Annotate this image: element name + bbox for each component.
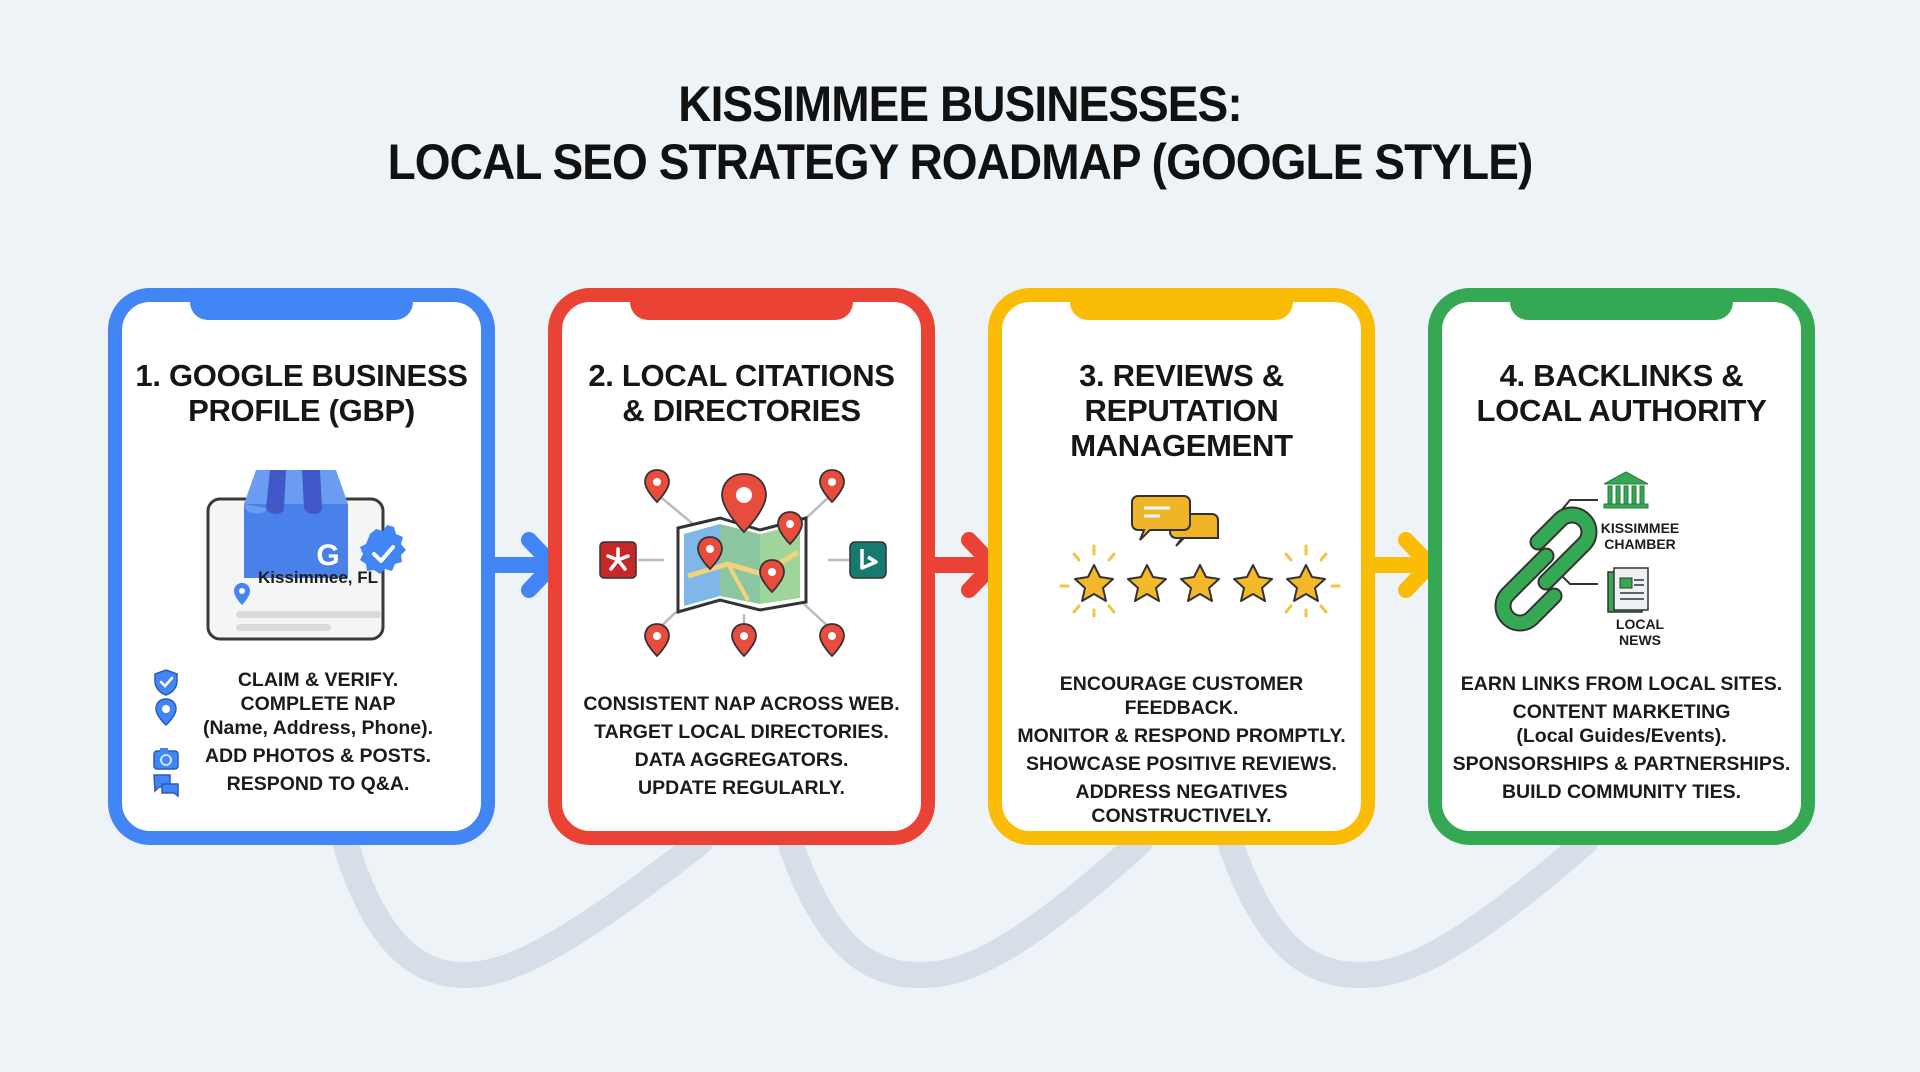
card-tab (630, 300, 853, 320)
card-title-line: 1. GOOGLE BUSINESS (135, 358, 468, 393)
card-title: 4. BACKLINKS & LOCAL AUTHORITY (1442, 358, 1801, 428)
chat-bubbles-icon (153, 774, 179, 798)
bing-logo-icon (849, 541, 887, 579)
bullet-text: CONTENT MARKETING (1512, 701, 1731, 723)
bullet-text: ADDRESS NEGATIVES (1075, 781, 1288, 803)
bullet-text: CONSTRUCTIVELY. (1091, 805, 1272, 827)
card-title-line: PROFILE (GBP) (188, 393, 415, 428)
bullet-text: ENCOURAGE CUSTOMER FEEDBACK. (1059, 673, 1304, 719)
card-tab (1070, 300, 1293, 320)
step-card-citations: 2. LOCAL CITATIONS & DIRECTORIES (548, 288, 935, 845)
bullet-respond-qa: RESPOND TO Q&A. (153, 772, 468, 798)
bullet-text: SHOWCASE POSITIVE REVIEWS. (1026, 753, 1337, 775)
bullet-complete-nap: COMPLETE NAP(Name, Address, Phone). (155, 692, 468, 740)
bullet-claim-verify: CLAIM & VERIFY. (154, 668, 468, 696)
five-star-rating-icon (1002, 488, 1361, 618)
bullet-text: ADD PHOTOS & POSTS. (204, 745, 432, 767)
card-title: 1. GOOGLE BUSINESS PROFILE (GBP) (122, 358, 481, 428)
bullet-list: CONSISTENT NAP ACROSS WEB. TARGET LOCAL … (562, 688, 921, 800)
bullet-text: EARN LINKS FROM LOCAL SITES. (1460, 673, 1783, 695)
bullet-text: BUILD COMMUNITY TIES. (1501, 781, 1742, 803)
page-title-line-1: KISSIMMEE BUSINESSES: (678, 76, 1242, 132)
bullet-text: COMPLETE NAP(Name, Address, Phone). (202, 693, 434, 739)
camera-icon (153, 748, 179, 770)
svg-text:G: G (316, 539, 339, 572)
yelp-logo-icon (599, 541, 637, 579)
page-title-line-2: LOCAL SEO STRATEGY ROADMAP (GOOGLE STYLE… (387, 134, 1534, 190)
shield-check-icon (154, 669, 178, 696)
bullet-photos-posts: ADD PHOTOS & POSTS. (153, 744, 468, 770)
card-title-line: 4. BACKLINKS & (1499, 358, 1744, 393)
card-title-line: LOCAL AUTHORITY (1476, 393, 1767, 428)
card-title-line: 2. LOCAL CITATIONS (588, 358, 895, 393)
bullet-text: RESPOND TO Q&A. (226, 773, 410, 795)
card-title-line: REPUTATION (1084, 393, 1279, 428)
step-card-reviews: 3. REVIEWS & REPUTATION MANAGEMENT (988, 288, 1375, 845)
bullet-text: SPONSORSHIPS & PARTNERSHIPS. (1452, 753, 1791, 775)
chain-link-icon: KISSIMMEE CHAMBER LOCAL NEWS (1442, 460, 1801, 660)
local-news-label: LOCAL NEWS (1615, 616, 1665, 648)
storefront-profile-icon: G Kissimmee, FL (122, 464, 481, 644)
chamber-building-icon (1603, 471, 1649, 509)
bullet-text: DATA AGGREGATORS. (634, 749, 849, 771)
review-chat-icon (1131, 495, 1219, 547)
card-title-line: & DIRECTORIES (622, 393, 861, 428)
bullet-text: UPDATE REGULARLY. (638, 777, 845, 799)
card-title-line: MANAGEMENT (1070, 428, 1293, 463)
card-title-line: 3. REVIEWS & (1079, 358, 1284, 393)
card-tab (190, 300, 413, 320)
map-pin-icon (155, 698, 177, 726)
card-title: 3. REVIEWS & REPUTATION MANAGEMENT (1002, 358, 1361, 463)
chamber-label: KISSIMMEE CHAMBER (1600, 520, 1680, 552)
bullet-list: ENCOURAGE CUSTOMER FEEDBACK. MONITOR & R… (1002, 668, 1361, 828)
card-tab (1510, 300, 1733, 320)
newspaper-icon (1607, 567, 1649, 613)
card-title: 2. LOCAL CITATIONS & DIRECTORIES (562, 358, 921, 428)
bullet-list: EARN LINKS FROM LOCAL SITES. CONTENT MAR… (1442, 668, 1801, 804)
bullet-text: MONITOR & RESPOND PROMPTLY. (1017, 725, 1346, 747)
step-card-backlinks: 4. BACKLINKS & LOCAL AUTHORITY (1428, 288, 1815, 845)
bullet-text: CONSISTENT NAP ACROSS WEB. (583, 693, 900, 715)
bullet-text: CLAIM & VERIFY. (237, 669, 399, 691)
bullet-text: TARGET LOCAL DIRECTORIES. (594, 721, 889, 743)
bullet-text: (Local Guides/Events). (1516, 725, 1727, 747)
step-card-gbp: 1. GOOGLE BUSINESS PROFILE (GBP) G Kissi… (108, 288, 495, 845)
map-with-pins-icon (562, 452, 921, 662)
location-label: Kissimmee, FL (258, 568, 378, 587)
